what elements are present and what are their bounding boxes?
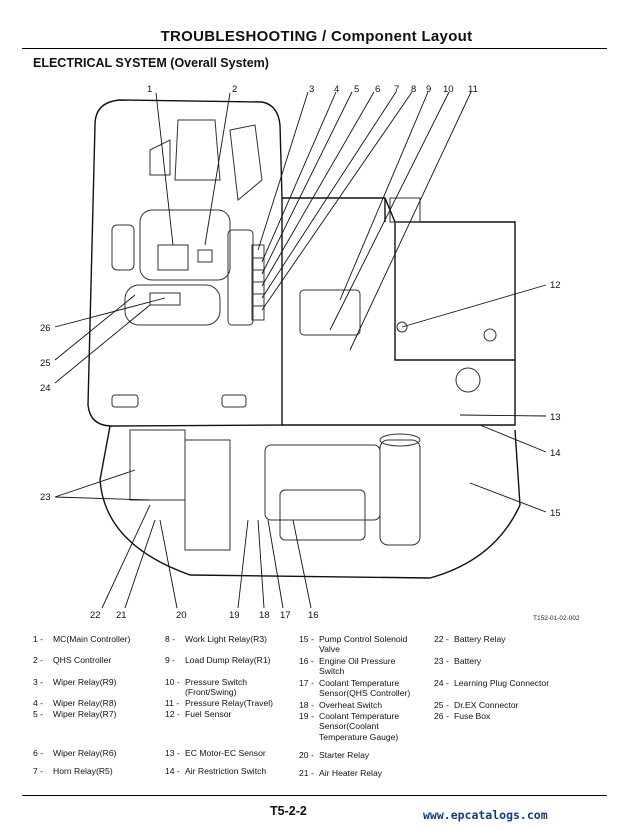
callout-22: 22 [90, 610, 101, 620]
legend-item: 14 -Air Restriction Switch [165, 766, 267, 776]
legend-item: 25 -Dr.EX Connector [434, 700, 519, 710]
callout-1: 1 [147, 84, 152, 95]
legend-item: 7 -Horn Relay(R5) [33, 766, 113, 776]
callout-23: 23 [40, 492, 51, 503]
legend-item: 5 -Wiper Relay(R7) [33, 709, 117, 719]
legend-item: 2 -QHS Controller [33, 655, 112, 665]
engine-detail [129, 197, 497, 551]
page-title: TROUBLESHOOTING / Component Layout [160, 28, 473, 45]
component-layout-diagram: 1 2 3 4 5 6 7 8 9 10 11 12 13 14 15 16 1… [40, 84, 561, 620]
callout-5: 5 [354, 84, 359, 95]
callout-21: 21 [116, 610, 127, 620]
legend-item: 3 -Wiper Relay(R9) [33, 677, 117, 687]
callout-26: 26 [40, 323, 51, 334]
legend-item: 21 -Air Heater Relay [299, 768, 383, 778]
callout-18: 18 [259, 610, 270, 620]
callout-17: 17 [280, 610, 291, 620]
legend-item: 19 -Coolant Temperature Sensor(Coolant T… [299, 711, 400, 742]
legend-item: 22 -Battery Relay [434, 634, 506, 644]
legend-item: 26 -Fuse Box [434, 711, 491, 721]
callout-6: 6 [375, 84, 380, 95]
callout-7: 7 [394, 84, 399, 95]
callout-4: 4 [334, 84, 339, 95]
legend-item: 23 -Battery [434, 656, 482, 666]
legend-item: 10 -Pressure Switch (Front/Swing) [165, 677, 248, 698]
callout-10: 10 [443, 84, 454, 95]
callout-19: 19 [229, 610, 240, 620]
callout-25: 25 [40, 358, 51, 369]
legend-item: 15 -Pump Control Solenoid Valve [299, 634, 408, 655]
callout-15: 15 [550, 508, 561, 519]
callout-8: 8 [411, 84, 416, 95]
watermark: www.epcatalogs.com [423, 808, 548, 822]
legend-item: 6 -Wiper Relay(R6) [33, 748, 117, 758]
legend-item: 17 -Coolant Temperature Sensor(QHS Contr… [299, 678, 411, 699]
legend-item: 12 -Fuel Sensor [165, 709, 232, 719]
cab-detail [111, 119, 265, 408]
machine-outline [87, 99, 521, 579]
footer-rule [22, 795, 607, 796]
figure-code: T152-01-02-002 [533, 615, 580, 622]
callout-14: 14 [550, 448, 561, 459]
legend-item: 24 -Learning Plug Connector [434, 678, 550, 688]
legend-item: 1 -MC(Main Controller) [33, 634, 131, 644]
callout-2: 2 [232, 84, 237, 95]
legend-item: 16 -Engine Oil Pressure Switch [299, 656, 396, 677]
callout-11: 11 [468, 84, 478, 95]
legend-item: 20 -Starter Relay [299, 750, 370, 760]
callout-16: 16 [308, 610, 319, 620]
legend-item: 9 -Load Dump Relay(R1) [165, 655, 271, 665]
legend-item: 4 -Wiper Relay(R8) [33, 698, 117, 708]
callout-24: 24 [40, 383, 51, 394]
legend-item: 18 -Overheat Switch [299, 700, 383, 710]
callout-12: 12 [550, 280, 561, 291]
title-rule [22, 48, 607, 49]
callout-9: 9 [426, 84, 431, 95]
callout-13: 13 [550, 412, 561, 423]
legend-item: 8 -Work Light Relay(R3) [165, 634, 267, 644]
page-number: T5-2-2 [270, 804, 307, 818]
legend-item: 11 -Pressure Relay(Travel) [165, 698, 274, 708]
callout-leaders [54, 91, 547, 609]
callout-labels: 1 2 3 4 5 6 7 8 9 10 11 12 13 14 15 16 1… [40, 84, 561, 620]
callout-20: 20 [176, 610, 187, 620]
callout-3: 3 [309, 84, 314, 95]
section-subtitle: ELECTRICAL SYSTEM (Overall System) [33, 56, 269, 70]
legend-item: 13 -EC Motor-EC Sensor [165, 748, 266, 758]
